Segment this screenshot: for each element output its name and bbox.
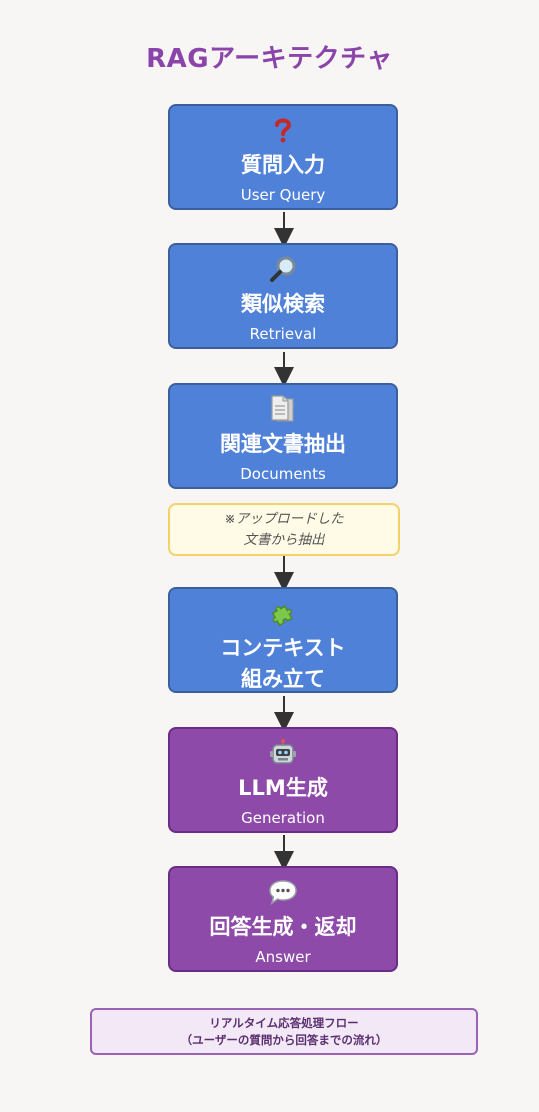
footer-line-1: リアルタイム応答処理フロー [209, 1015, 359, 1030]
step-sub-label: Retrieval [249, 325, 317, 343]
speech-bubble-icon [170, 878, 396, 906]
step-context-assembly: コンテキスト 組み立て [168, 587, 398, 693]
question-mark-icon [170, 116, 396, 144]
step-main-label: 類似検索 [241, 292, 325, 316]
step-sub-label: User Query [240, 186, 326, 204]
note-line-1: ※アップロードした [224, 510, 344, 527]
document-icon [170, 395, 396, 423]
flow-footer-note: リアルタイム応答処理フロー （ユーザーの質問から回答までの流れ） [90, 1008, 478, 1055]
step-retrieval: 類似検索 Retrieval [168, 243, 398, 349]
step-main-label: 関連文書抽出 [220, 432, 346, 456]
diagram-title: RAGアーキテクチャ [146, 44, 393, 74]
step-user-query: 質問入力 User Query [168, 104, 398, 210]
step-main-line-1: コンテキスト [220, 636, 346, 660]
step-main-label: LLM生成 [238, 776, 328, 800]
step-sub-label: Documents [240, 465, 326, 483]
step-sub-label: Generation [241, 809, 325, 827]
step-answer: 回答生成・返却 Answer [168, 866, 398, 972]
puzzle-icon [170, 599, 396, 627]
magnifier-icon [170, 255, 396, 283]
step-main-label: 質問入力 [241, 153, 325, 177]
note-line-2: 文書から抽出 [243, 531, 325, 548]
step-sub-label: Answer [255, 948, 311, 966]
step-main-label: 回答生成・返却 [209, 915, 357, 939]
step-llm-generation: LLM生成 Generation [168, 727, 398, 833]
step-main-label: コンテキスト 組み立て [170, 633, 396, 695]
footer-line-2: （ユーザーの質問から回答までの流れ） [180, 1032, 388, 1047]
robot-icon [170, 739, 396, 767]
step-documents: 関連文書抽出 Documents [168, 383, 398, 489]
step-main-line-2: 組み立て [241, 667, 325, 691]
extraction-note: ※アップロードした 文書から抽出 [168, 503, 400, 556]
